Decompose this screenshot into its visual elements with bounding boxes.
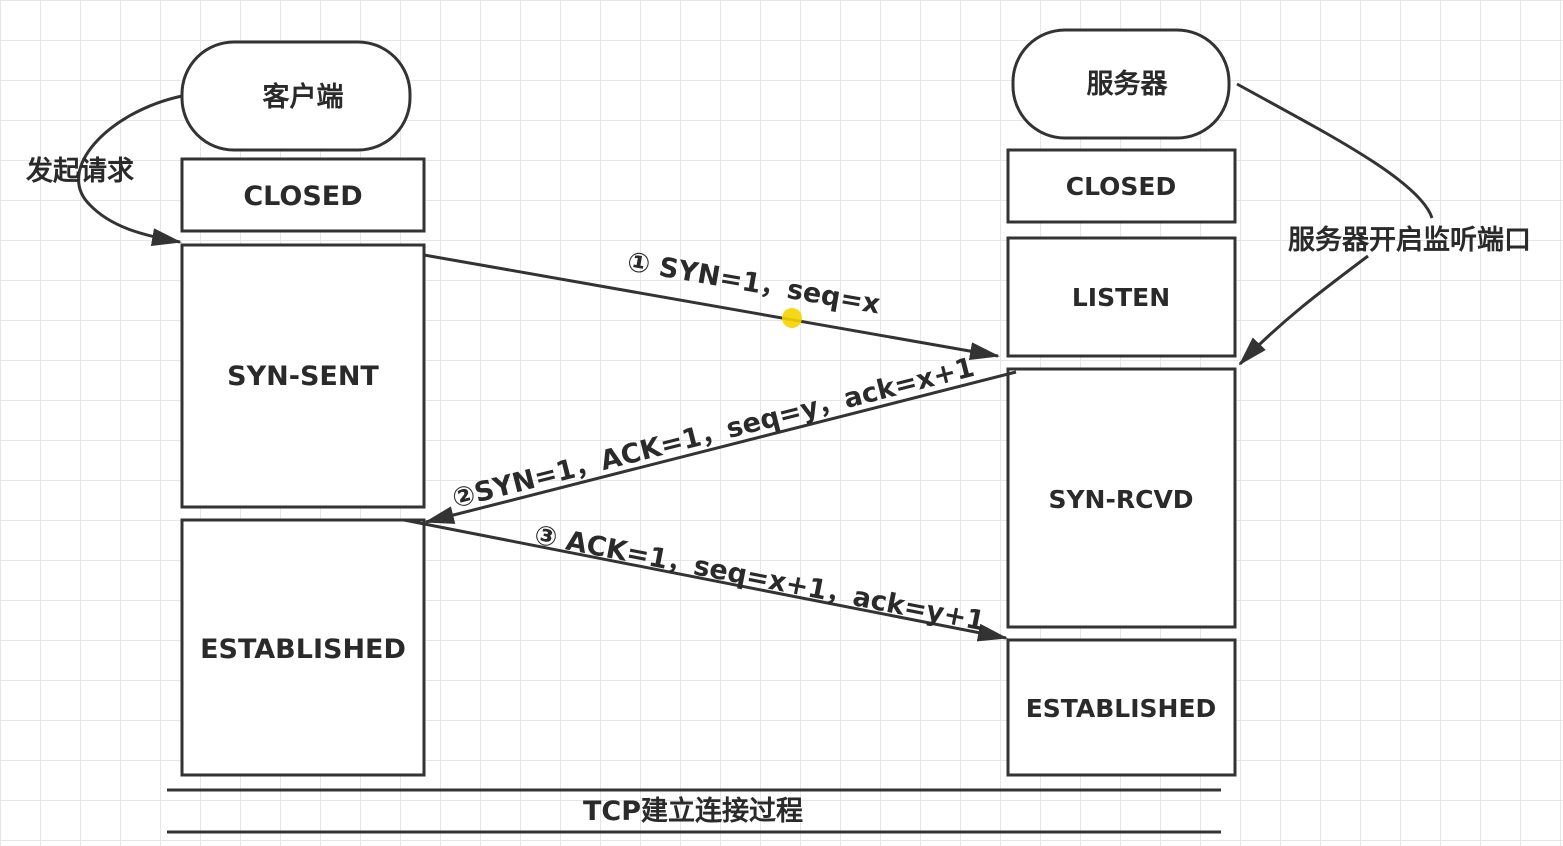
cursor-highlight-dot bbox=[782, 308, 802, 328]
server-title: 服务器 bbox=[1087, 69, 1169, 100]
diagram-caption: TCP建立连接过程 bbox=[583, 795, 803, 827]
message-3-arrow bbox=[403, 518, 1008, 642]
server-state-syn-rcvd: SYN-RCVD bbox=[1048, 485, 1193, 514]
client-state-syn-sent-box bbox=[180, 243, 426, 509]
server-listen-curve-bottom bbox=[1238, 254, 1369, 366]
client-annotation: 发起请求 bbox=[25, 155, 134, 187]
message-2-label: ②SYN=1，ACK=1，seq=y，ack=x+1 bbox=[449, 352, 977, 515]
client-title: 客户端 bbox=[263, 81, 344, 113]
server-state-closed: CLOSED bbox=[1066, 172, 1176, 201]
client-state-closed: CLOSED bbox=[243, 181, 362, 212]
client-request-curve bbox=[77, 94, 183, 246]
server-listen-curve-top bbox=[1236, 82, 1434, 219]
client-column: 客户端 CLOSED SYN-SENT ESTABLISHED bbox=[180, 40, 426, 777]
client-state-closed-box bbox=[180, 157, 426, 233]
message-3-label: ③ ACK=1，seq=x+1，ack=y+1 bbox=[532, 519, 988, 637]
server-annotation: 服务器开启监听端口 bbox=[1288, 225, 1531, 256]
server-state-established: ESTABLISHED bbox=[1026, 694, 1217, 723]
server-state-syn-rcvd-box bbox=[1006, 367, 1237, 629]
message-1-label: ① SYN=1，seq=x bbox=[625, 246, 883, 320]
client-state-established: ESTABLISHED bbox=[200, 634, 406, 665]
message-2-arrow bbox=[424, 370, 1017, 524]
client-state-established-box bbox=[180, 518, 426, 777]
server-state-listen: LISTEN bbox=[1072, 283, 1170, 312]
server-column: 服务器 CLOSED LISTEN SYN-RCVD ESTABLISHED bbox=[1006, 28, 1237, 777]
server-state-listen-box bbox=[1006, 236, 1237, 358]
server-terminator bbox=[1011, 28, 1231, 140]
server-state-established-box bbox=[1006, 638, 1237, 777]
message-1-arrow bbox=[423, 253, 1000, 361]
server-state-closed-box bbox=[1006, 148, 1237, 224]
client-state-syn-sent: SYN-SENT bbox=[227, 361, 379, 392]
